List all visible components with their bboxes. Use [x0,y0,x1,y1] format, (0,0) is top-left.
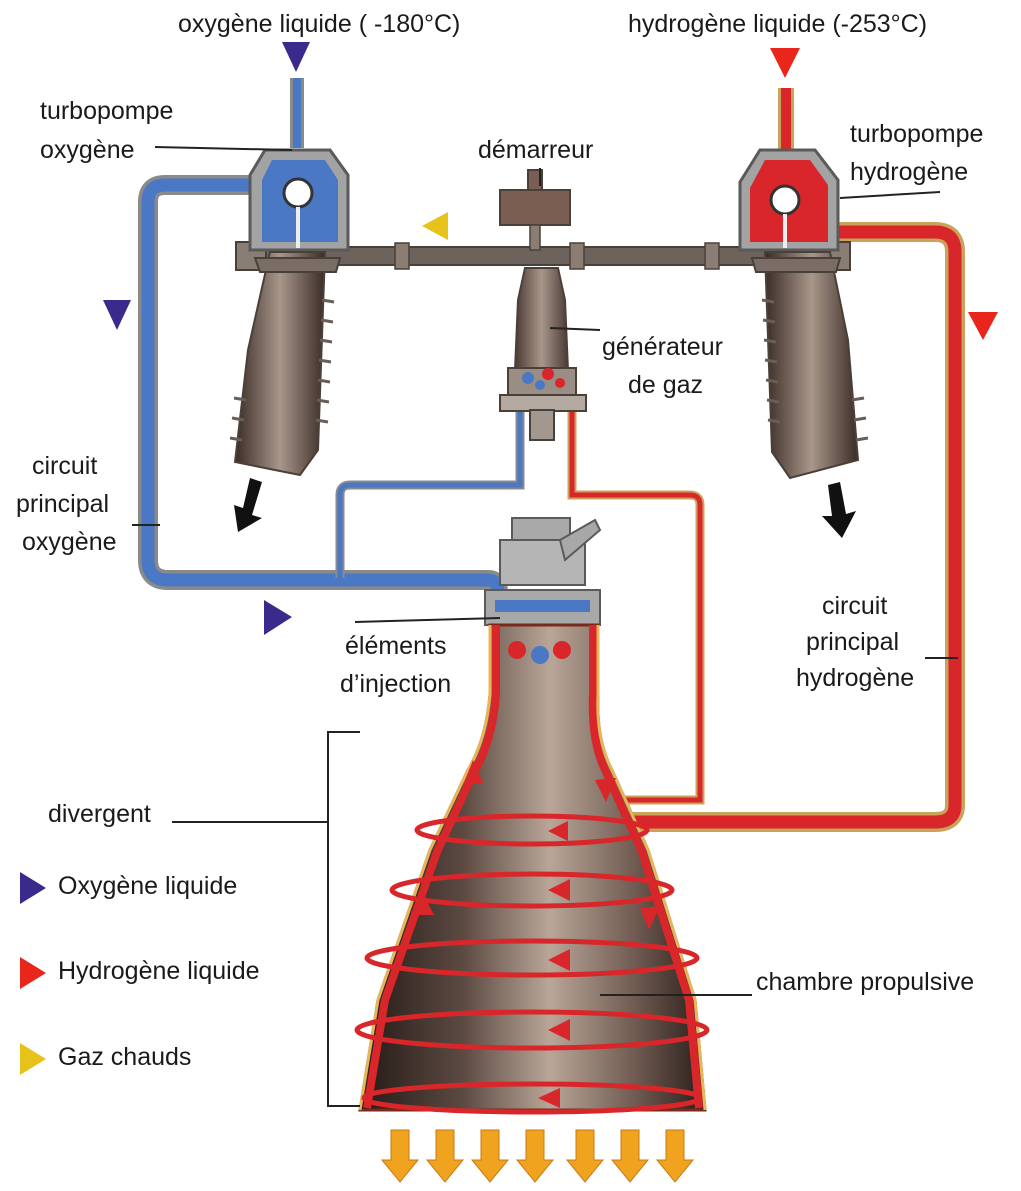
legend-hydrogen-marker [20,957,46,989]
hydrogen-circuit-label-1: circuit [822,592,887,621]
injector-head [485,518,600,625]
legend-hydrogen-label: Hydrogène liquide [58,957,260,986]
hot-gas-marker [422,212,448,240]
hydrogen-circuit-label-3: hydrogène [796,664,914,693]
turbopump-oxygen-label-2: oxygène [40,136,135,165]
oxygen-circuit-label-1: circuit [32,452,97,481]
hydrogen-flow-marker-right [968,312,998,340]
turbopump-hydrogen-label-1: turbopompe [850,120,983,149]
legend-gas-label: Gaz chauds [58,1043,191,1072]
gas-generator-label-1: générateur [602,333,723,362]
hydrogen-circuit-label-2: principal [806,628,899,657]
hydrogen-turbopump [740,150,868,478]
oxygen-flow-marker-left [103,300,131,330]
oxygen-feed-pipe [290,78,304,148]
hydrogen-feed-label: hydrogène liquide (-253°C) [628,10,927,39]
oxygen-flow-marker-bottom [264,600,292,635]
oxygen-feed-marker [282,42,310,72]
legend-markers [20,872,46,1075]
oxygen-circuit-label-3: oxygène [22,528,117,557]
oxygen-feed-label: oxygène liquide ( -180°C) [178,10,460,39]
injection-label-1: éléments [345,632,446,661]
gas-generator-label-2: de gaz [628,371,703,400]
injection-label-2: d’injection [340,670,451,699]
starter [500,170,570,250]
chamber-label: chambre propulsive [756,968,974,997]
exhaust-arrows [382,1130,693,1182]
legend-oxygen-label: Oxygène liquide [58,872,237,901]
divergent-label: divergent [48,800,151,829]
oxygen-circuit-label-2: principal [16,490,109,519]
turbopump-hydrogen-label-2: hydrogène [850,158,968,187]
hydrogen-feed-marker [770,48,800,78]
legend-oxygen-marker [20,872,46,904]
legend-gas-marker [20,1043,46,1075]
turbopump-oxygen-label-1: turbopompe [40,97,173,126]
starter-label: démarreur [478,136,593,165]
oxygen-turbopump [230,150,348,475]
